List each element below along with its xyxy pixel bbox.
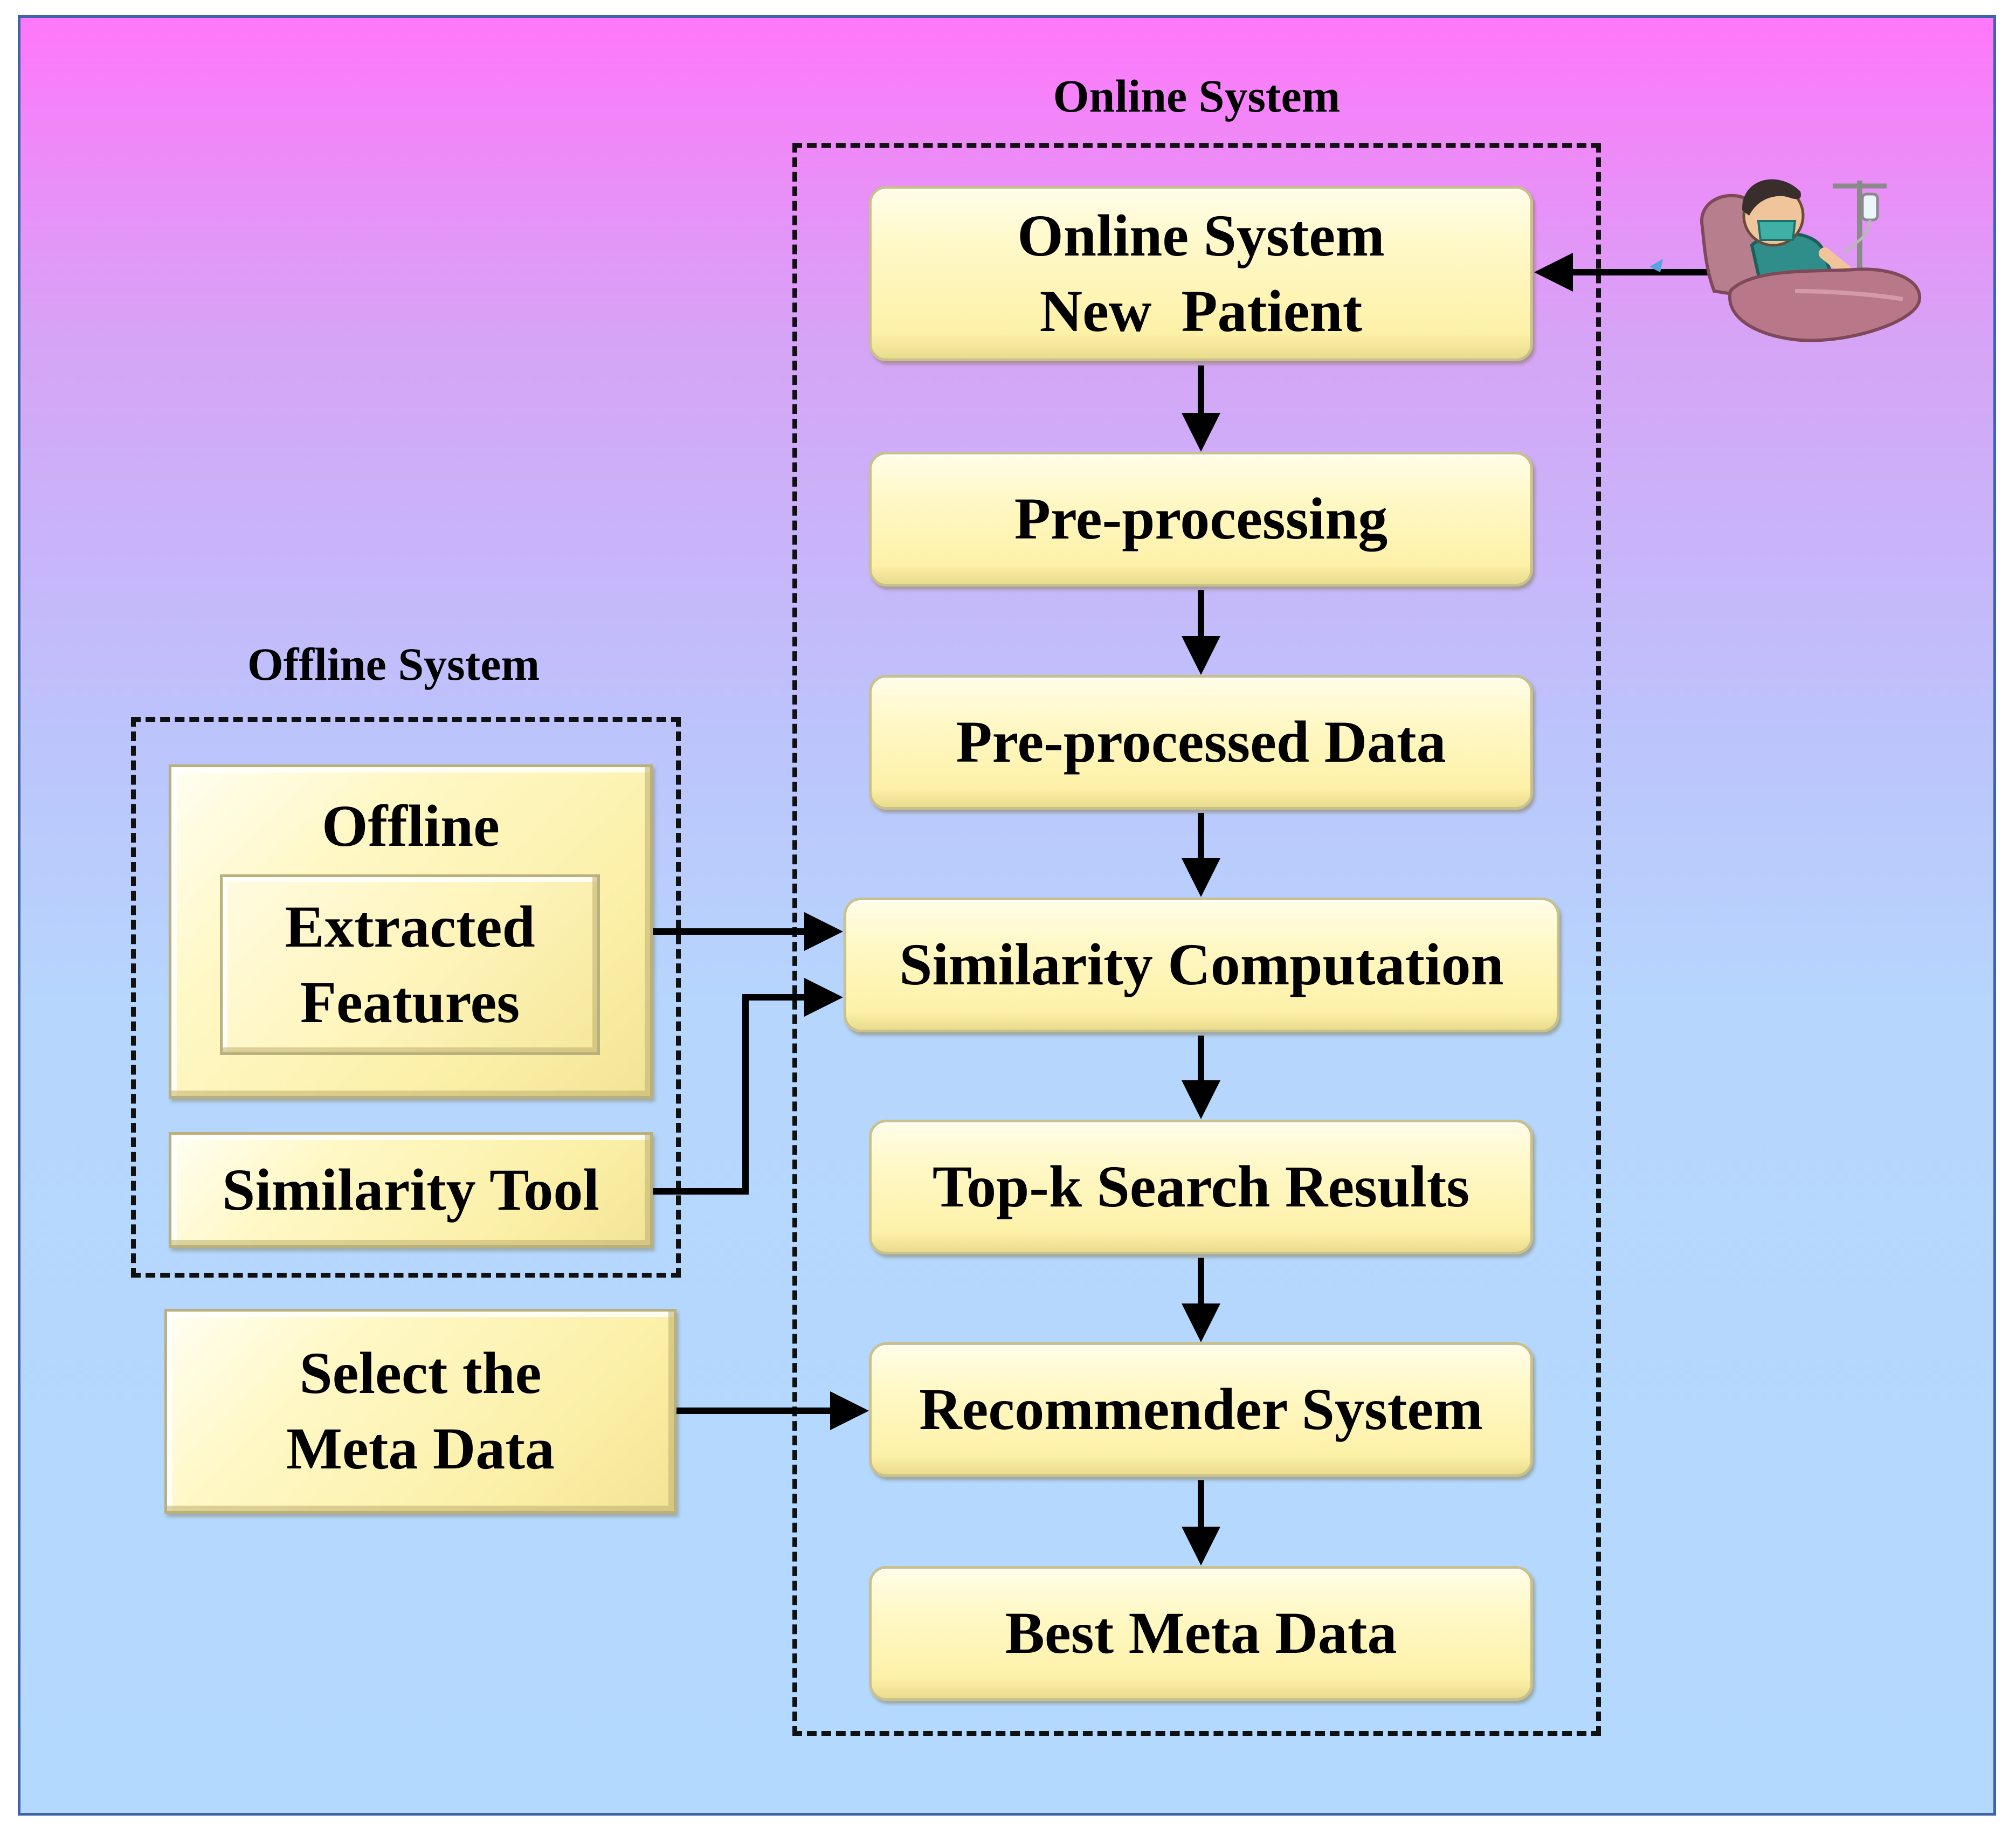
preprocessed-data-box: Pre-processed Data — [869, 675, 1533, 810]
patient-in-bed-icon — [1649, 179, 1922, 342]
preprocessing-label: Pre-processing — [1014, 486, 1388, 552]
best-meta-data-label: Best Meta Data — [1005, 1600, 1397, 1666]
online-new-patient-box: Online System New Patient — [869, 186, 1533, 361]
offline-label: Offline — [322, 793, 500, 859]
arrow-similarity-tool-to-similarity — [653, 978, 843, 1195]
recommender-system-box: Recommender System — [869, 1342, 1533, 1477]
offline-system-title: Offline System — [247, 638, 540, 690]
extracted-features-line1: Extracted — [285, 893, 535, 960]
select-meta-data-line1: Select the — [299, 1340, 542, 1406]
similarity-computation-label: Similarity Computation — [899, 932, 1504, 998]
similarity-computation-box: Similarity Computation — [844, 898, 1559, 1032]
extracted-features-box: Extracted Features — [220, 874, 600, 1055]
recommender-system-label: Recommender System — [919, 1376, 1483, 1443]
online-system-container — [792, 143, 1601, 1736]
similarity-tool-label: Similarity Tool — [222, 1156, 599, 1223]
extracted-features-line2: Features — [300, 969, 520, 1035]
online-new-patient-line2: New Patient — [1039, 278, 1363, 344]
preprocessed-data-label: Pre-processed Data — [956, 709, 1446, 775]
online-system-title: Online System — [1053, 70, 1341, 122]
offline-system-container — [131, 717, 681, 1278]
top-k-search-results-label: Top-k Search Results — [932, 1154, 1470, 1220]
best-meta-data-box: Best Meta Data — [869, 1566, 1533, 1701]
similarity-tool-box: Similarity Tool — [169, 1132, 653, 1248]
preprocessing-box: Pre-processing — [869, 452, 1533, 587]
online-new-patient-line1: Online System — [1017, 202, 1385, 268]
select-meta-data-line2: Meta Data — [286, 1416, 555, 1481]
top-k-search-results-box: Top-k Search Results — [869, 1120, 1533, 1254]
select-meta-data-box: Select the Meta Data — [164, 1309, 676, 1514]
